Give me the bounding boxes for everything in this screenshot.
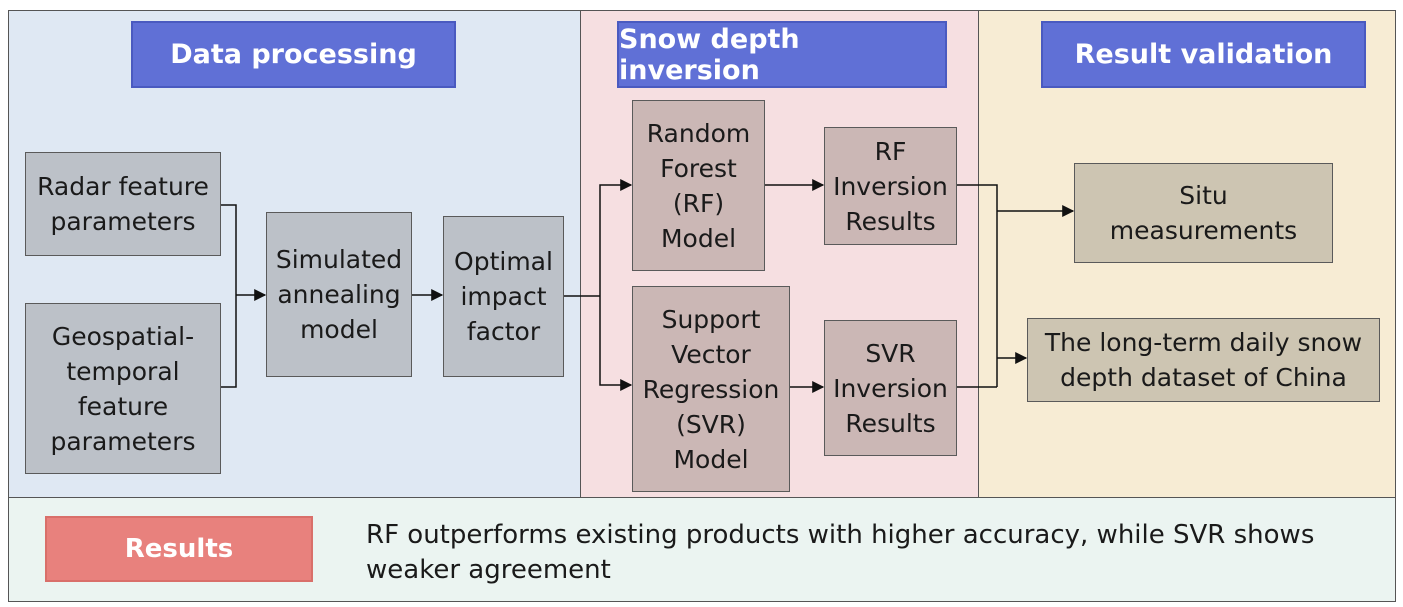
radar-feature-box: Radar feature parameters — [25, 152, 221, 256]
result-validation-header: Result validation — [1041, 21, 1366, 88]
svr-model-box: Support Vector Regression (SVR) Model — [632, 286, 790, 492]
snow-depth-dataset-box: The long-term daily snow depth dataset o… — [1027, 318, 1380, 402]
geospatial-feature-box: Geospatial- temporal feature parameters — [25, 303, 221, 474]
simulated-annealing-box: Simulated annealing model — [266, 212, 412, 377]
optimal-impact-factor-box: Optimal impact factor — [443, 216, 564, 377]
snow-depth-inversion-header: Snow depth inversion — [617, 21, 947, 88]
results-text: RF outperforms existing products with hi… — [366, 520, 1315, 585]
random-forest-box: Random Forest (RF) Model — [632, 100, 765, 271]
data-processing-header: Data processing — [131, 21, 456, 88]
situ-measurements-box: Situ measurements — [1074, 163, 1333, 263]
results-label: Results — [45, 516, 313, 582]
outer-frame — [8, 10, 1396, 602]
svr-inversion-results-box: SVR Inversion Results — [824, 320, 957, 456]
rf-inversion-results-box: RF Inversion Results — [824, 127, 957, 245]
